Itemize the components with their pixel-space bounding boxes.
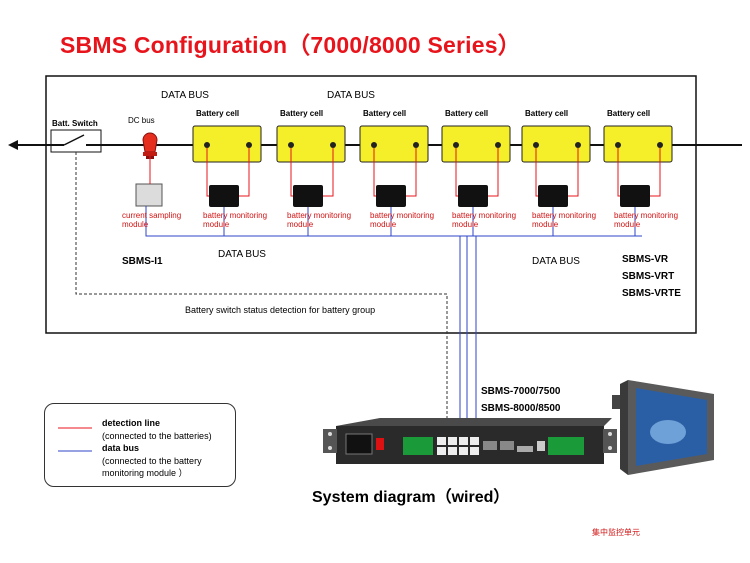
battery-terminal-icon [533,142,539,148]
battery-terminal-icon [495,142,501,148]
battery-terminal-icon [330,142,336,148]
rack-ear-right [603,429,617,453]
battery-monitoring-module-label: battery monitoring module [614,211,679,229]
detection-line [488,148,499,197]
battery-cell-5 [521,125,591,163]
terminal-block-1 [403,437,433,455]
detection-line [290,148,293,197]
legend [44,403,236,487]
detection-line [373,148,376,197]
power-inlet-icon [345,433,373,455]
detection-line [568,148,579,197]
rack-ear-left [323,429,337,453]
battery-monitoring-module-6 [620,185,650,207]
detection-line [206,148,209,197]
model-sbms-i1: SBMS-I1 [122,256,163,267]
battery-monitoring-module-3 [376,185,406,207]
detection-line [455,148,458,197]
battery-terminal-icon [371,142,377,148]
controller-model-7000: SBMS-7000/7500 [481,386,561,397]
page-title: SBMS Configuration（7000/8000 Series） [60,32,521,58]
dc-bus-label: DC bus [128,116,155,125]
dc-bus-fuse-icon [142,132,158,159]
battery-monitoring-module-label: battery monitoring module [287,211,352,229]
switch-blade-icon [63,134,85,146]
battery-terminal-icon [204,142,210,148]
battery-cell-label: Battery cell [445,109,489,118]
battery-monitoring-module-1 [209,185,239,207]
battery-monitoring-module-label: battery monitoring module [370,211,435,229]
data-bus-label-right: DATA BUS [327,90,375,101]
battery-cell-6 [603,125,673,163]
detection-line [617,148,620,197]
usb-port [537,441,545,451]
battery-terminal-icon [413,142,419,148]
controller-model-8000: SBMS-8000/8500 [481,403,561,414]
battery-cell-label: Battery cell [607,109,651,118]
data-bus-main [145,206,642,237]
battery-cell-2 [276,125,346,163]
battery-terminal-icon [288,142,294,148]
legend-detection-title: detection line [102,418,161,428]
battery-cell-label: Battery cell [280,109,324,118]
batt-switch-label: Batt. Switch [52,119,98,128]
legend-detection-desc: (connected to the batteries) [102,431,212,441]
central-monitor-label: 集中监控单元 [592,528,640,537]
system-diagram-caption: System diagram（wired） [312,489,510,506]
model-sbms-vrt: SBMS-VRT [622,271,675,282]
controller-device [323,418,617,464]
power-switch-icon [376,438,384,450]
switch-status-note: Battery switch status detection for batt… [185,305,376,315]
detection-line [323,148,334,197]
battery-monitoring-module-4 [458,185,488,207]
model-sbms-vr: SBMS-VR [622,254,669,265]
ethernet-port [483,441,497,450]
battery-cell-4 [441,125,511,163]
left-arrow-icon [8,140,18,150]
rj45-ports [437,437,479,455]
battery-cell-label: Battery cell [525,109,569,118]
batt-switch-box [50,129,102,153]
battery-terminal-icon [453,142,459,148]
monitor-screen-graphic [650,420,686,444]
switch-status-dashed-line [75,152,448,420]
data-bus-label-lower-right: DATA BUS [532,256,580,267]
battery-terminal-icon [657,142,663,148]
touchscreen-monitor [612,380,714,475]
detection-line [650,148,661,197]
detection-line [406,148,417,197]
current-sampling-module-box [135,183,163,207]
battery-cell-label: Battery cell [363,109,407,118]
battery-monitoring-module-2 [293,185,323,207]
data-bus-label-lower-left: DATA BUS [218,249,266,260]
battery-cell-label: Battery cell [196,109,240,118]
battery-monitoring-module-label: battery monitoring module [203,211,268,229]
data-bus-label-left: DATA BUS [161,90,209,101]
battery-cell-3 [359,125,429,163]
legend-databus-desc: (connected to the battery monitoring mod… [102,456,202,478]
system-frame [45,75,697,334]
battery-terminal-icon [615,142,621,148]
battery-monitoring-module-5 [538,185,568,207]
legend-databus-title: data bus [102,443,140,453]
model-sbms-vrte: SBMS-VRTE [622,288,681,299]
detection-line [535,148,538,197]
battery-terminal-icon [575,142,581,148]
battery-cell-1 [192,125,262,163]
terminal-block-2 [548,437,584,455]
current-sampling-module-label: current sampling module [122,211,182,229]
battery-monitoring-module-label: battery monitoring module [532,211,597,229]
detection-line [239,148,250,197]
battery-terminal-icon [246,142,252,148]
battery-monitoring-module-label: battery monitoring module [452,211,517,229]
controller-top [336,418,612,426]
